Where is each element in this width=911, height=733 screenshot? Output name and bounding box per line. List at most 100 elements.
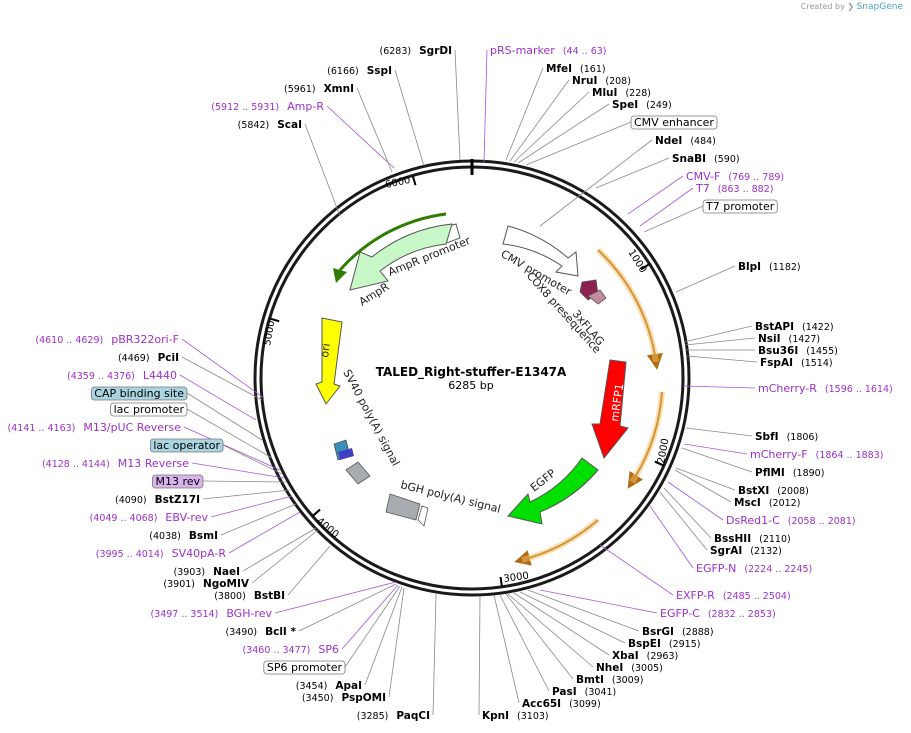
label-text-sspi: (6166)SspI <box>327 65 392 77</box>
connector-bcli <box>298 583 397 632</box>
label-text-sgrai: SgrAI(2132) <box>710 545 782 557</box>
label-text-l4440: (4359 .. 4376)L4440 <box>67 369 177 382</box>
label-text-pbr322ori-f: (4610 .. 4629)pBR322ori-F <box>35 333 179 346</box>
connector-bsshii <box>663 487 712 539</box>
label-text-bstapi: BstAPI(1422) <box>755 321 834 333</box>
label-text-mfei: MfeI(161) <box>546 63 606 75</box>
label-text-pcii: (4469)PciI <box>118 352 179 364</box>
label-text-ndei: NdeI(484) <box>655 135 716 147</box>
label-t7: T7(863 .. 882) <box>695 182 773 195</box>
connector-nsii <box>684 337 756 346</box>
connector-bgh-rev <box>274 581 397 614</box>
label-mlui: MluI(228) <box>592 87 651 99</box>
label-text-spei: SpeI(249) <box>612 99 672 111</box>
connector-msci <box>674 469 732 503</box>
label-bspei: BspEI(2915) <box>628 638 700 650</box>
label-text-bstxi: BstXI(2008) <box>738 485 809 497</box>
connector-pflmi <box>681 447 753 473</box>
label-nhei: NheI(3005) <box>596 662 663 674</box>
label-text-snabi: SnaBI(590) <box>672 153 740 165</box>
label-text-sv40pa-r: (3995 .. 4014)SV40pA-R <box>96 547 227 560</box>
connector-acc65i <box>493 594 520 704</box>
connector-sspi <box>394 69 425 167</box>
label-pbr322ori-f: (4610 .. 4629)pBR322ori-F <box>35 333 179 346</box>
label-text-bstz17i: (4090)BstZ17I <box>115 494 200 506</box>
connector-amp-r <box>326 105 395 169</box>
connector-cmv-enhancer <box>525 121 632 166</box>
orange-arc-2 <box>627 391 663 489</box>
ori-arrow <box>315 317 343 405</box>
plasmid-length: 6285 bp <box>448 379 493 392</box>
label-m13-rev: M13 rev <box>152 474 204 489</box>
connector-t7-promoter <box>643 205 704 233</box>
label-m13-puc-reverse: (4141 .. 4163)M13/pUC Reverse <box>8 421 182 434</box>
label-text-egfp-n: EGFP-N(2224 .. 2245) <box>696 562 812 575</box>
label-text-t7-promoter: T7 promoter <box>705 200 775 213</box>
mrfp1-label: mRFP1 <box>608 383 626 423</box>
label-text-sp6: (3460 .. 3477)SP6 <box>243 643 339 656</box>
connector-l4440 <box>179 374 257 421</box>
tick-label: 3000 <box>503 571 530 585</box>
sv40-polya-box <box>345 461 371 485</box>
ampr-arrow <box>349 223 453 291</box>
connector-snabi <box>595 157 670 189</box>
connector-naei <box>242 527 317 572</box>
credit-prefix: Created by <box>800 2 845 11</box>
connector-pbr322ori-f <box>181 338 265 399</box>
tick-label: 4000 <box>314 516 341 541</box>
label-bstbi: (3800)BstBI <box>214 590 285 602</box>
mrfp1-arrow <box>591 359 629 460</box>
label-dsred1-c: DsRed1-C(2058 .. 2081) <box>726 514 856 527</box>
connector-sp6-promoter <box>344 585 401 668</box>
label-text-sbfi: SbfI(1806) <box>755 431 818 443</box>
label-xbai: XbaI(2963) <box>612 650 678 662</box>
label-connectors <box>179 49 758 716</box>
label-ebv-rev: (4049 .. 4068)EBV-rev <box>90 511 209 524</box>
label-text-ngomiv: (3901)NgoMIV <box>163 578 249 590</box>
connector-egfp-c <box>539 589 658 614</box>
connector-m13-reverse <box>191 462 285 479</box>
label-text-apai: (3454)ApaI <box>296 680 362 692</box>
label-bsu36i: Bsu36I(1455) <box>758 345 838 357</box>
label-cmv-f: CMV-F(769 .. 789) <box>686 170 784 183</box>
label-text-lac-promoter: lac promoter <box>114 403 185 416</box>
connector-pasi <box>499 594 550 692</box>
connector-kpni <box>478 595 481 716</box>
label-mcherry-r: mCherry-R(1596 .. 1614) <box>758 382 893 395</box>
label-bcli: (3490)BclI * <box>226 626 297 638</box>
connector-cmv-f <box>627 175 684 215</box>
tick-mark <box>499 576 503 588</box>
label-text-sgrdi: (6283)SgrDI <box>380 45 452 57</box>
label-sgrai: SgrAI(2132) <box>710 545 782 557</box>
connector-lac-operator <box>222 444 283 475</box>
label-bsmi: (4038)BsmI <box>149 530 218 542</box>
label-box-t7-promoter <box>702 199 778 214</box>
label-text-bsshii: BssHII(2110) <box>714 533 791 545</box>
label-text-nsii: NsiI(1427) <box>758 333 820 345</box>
label-text-scai: (5842)ScaI <box>238 119 302 131</box>
connector-sv40pa-r <box>228 511 301 554</box>
connector-sgrdi <box>454 49 461 161</box>
label-lac-promoter: lac promoter <box>110 402 188 417</box>
connector-spei <box>517 103 610 164</box>
label-fspai: FspAI(1514) <box>760 357 833 369</box>
connector-prs-marker <box>483 49 488 164</box>
label-sbfi: SbfI(1806) <box>755 431 818 443</box>
bgh-polya-box <box>385 493 421 521</box>
tick-label: 1000 <box>625 248 648 275</box>
label-cmv-enhancer: CMV enhancer <box>630 115 718 130</box>
connector-bsrgi <box>527 589 640 632</box>
connector-lac-promoter <box>186 408 273 459</box>
label-ngomiv: (3901)NgoMIV <box>163 578 249 590</box>
connector-bstxi <box>675 467 736 491</box>
connector-mcherry-r <box>682 385 756 389</box>
connector-mfei <box>505 67 544 161</box>
label-mfei: MfeI(161) <box>546 63 606 75</box>
label-text-xmni: (5961)XmnI <box>284 83 354 95</box>
connector-mlui <box>513 91 590 163</box>
connector-scai <box>304 123 341 217</box>
connector-sbfi <box>685 427 753 437</box>
ori-label: ori <box>318 342 333 358</box>
label-egfp-n: EGFP-N(2224 .. 2245) <box>696 562 812 575</box>
